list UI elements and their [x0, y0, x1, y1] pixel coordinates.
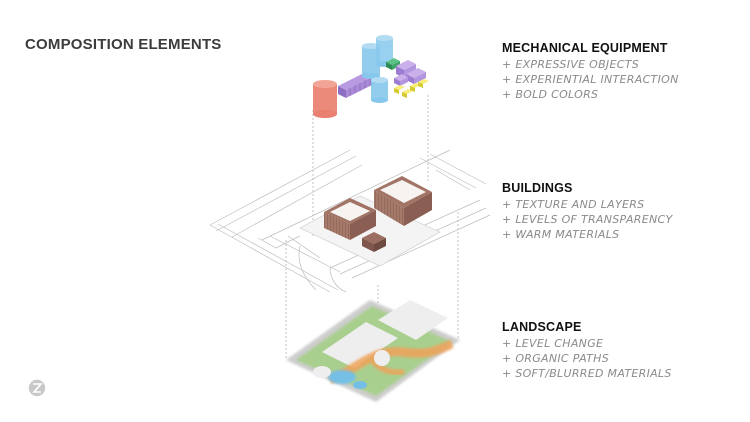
- buildings-layer: [209, 149, 491, 293]
- green-unit: [386, 58, 400, 70]
- legend-item: + SOFT/BLURRED MATERIALS: [502, 367, 672, 380]
- round-plaza: [313, 366, 331, 378]
- purple-unit-3: [394, 74, 408, 86]
- organic-path-branch: [369, 358, 405, 376]
- legend-item: + LEVELS OF TRANSPARENCY: [502, 213, 673, 226]
- legend-heading: MECHANICAL EQUIPMENT: [502, 41, 668, 55]
- legend-item: + WARM MATERIALS: [502, 228, 620, 241]
- legend-mechanical-equipment: MECHANICAL EQUIPMENT + EXPRESSIVE OBJECT…: [502, 41, 742, 102]
- plaza-left: [322, 322, 398, 368]
- legend-item: + LEVEL CHANGE: [502, 337, 604, 350]
- building-large: [374, 176, 432, 226]
- legend-landscape: LANDSCAPE + LEVEL CHANGE + ORGANIC PATHS…: [502, 320, 742, 381]
- round-lawn-2: [365, 327, 375, 337]
- legend-buildings: BUILDINGS + TEXTURE AND LAYERS + LEVELS …: [502, 181, 742, 242]
- building-small: [362, 232, 386, 252]
- round-lawn: [374, 350, 390, 366]
- page-title: COMPOSITION ELEMENTS: [25, 36, 222, 53]
- purple-unit-2: [406, 68, 426, 84]
- legend-item: + ORGANIC PATHS: [502, 352, 609, 365]
- yellow-units: [394, 79, 429, 98]
- blue-tank-front: [371, 77, 388, 103]
- legend-item: + BOLD COLORS: [502, 88, 599, 101]
- plaza-right: [378, 300, 448, 340]
- landscape-layer: [286, 300, 460, 402]
- legend-item: + TEXTURE AND LAYERS: [502, 198, 645, 211]
- legend-heading: BUILDINGS: [502, 181, 573, 195]
- legend-heading: LANDSCAPE: [502, 320, 582, 334]
- organic-path: [328, 339, 454, 385]
- projection-lines: [285, 95, 459, 358]
- pond-small: [353, 381, 367, 389]
- red-tank: [313, 80, 337, 118]
- blue-tank-tall: [362, 43, 380, 79]
- mechanical-layer: [313, 35, 429, 118]
- legend-item: + EXPERIENTIAL INTERACTION: [502, 73, 679, 86]
- circular-logo-icon: [28, 379, 46, 397]
- building-medium: [324, 198, 376, 240]
- pond: [328, 370, 356, 384]
- legend-item: + EXPRESSIVE OBJECTS: [502, 58, 639, 71]
